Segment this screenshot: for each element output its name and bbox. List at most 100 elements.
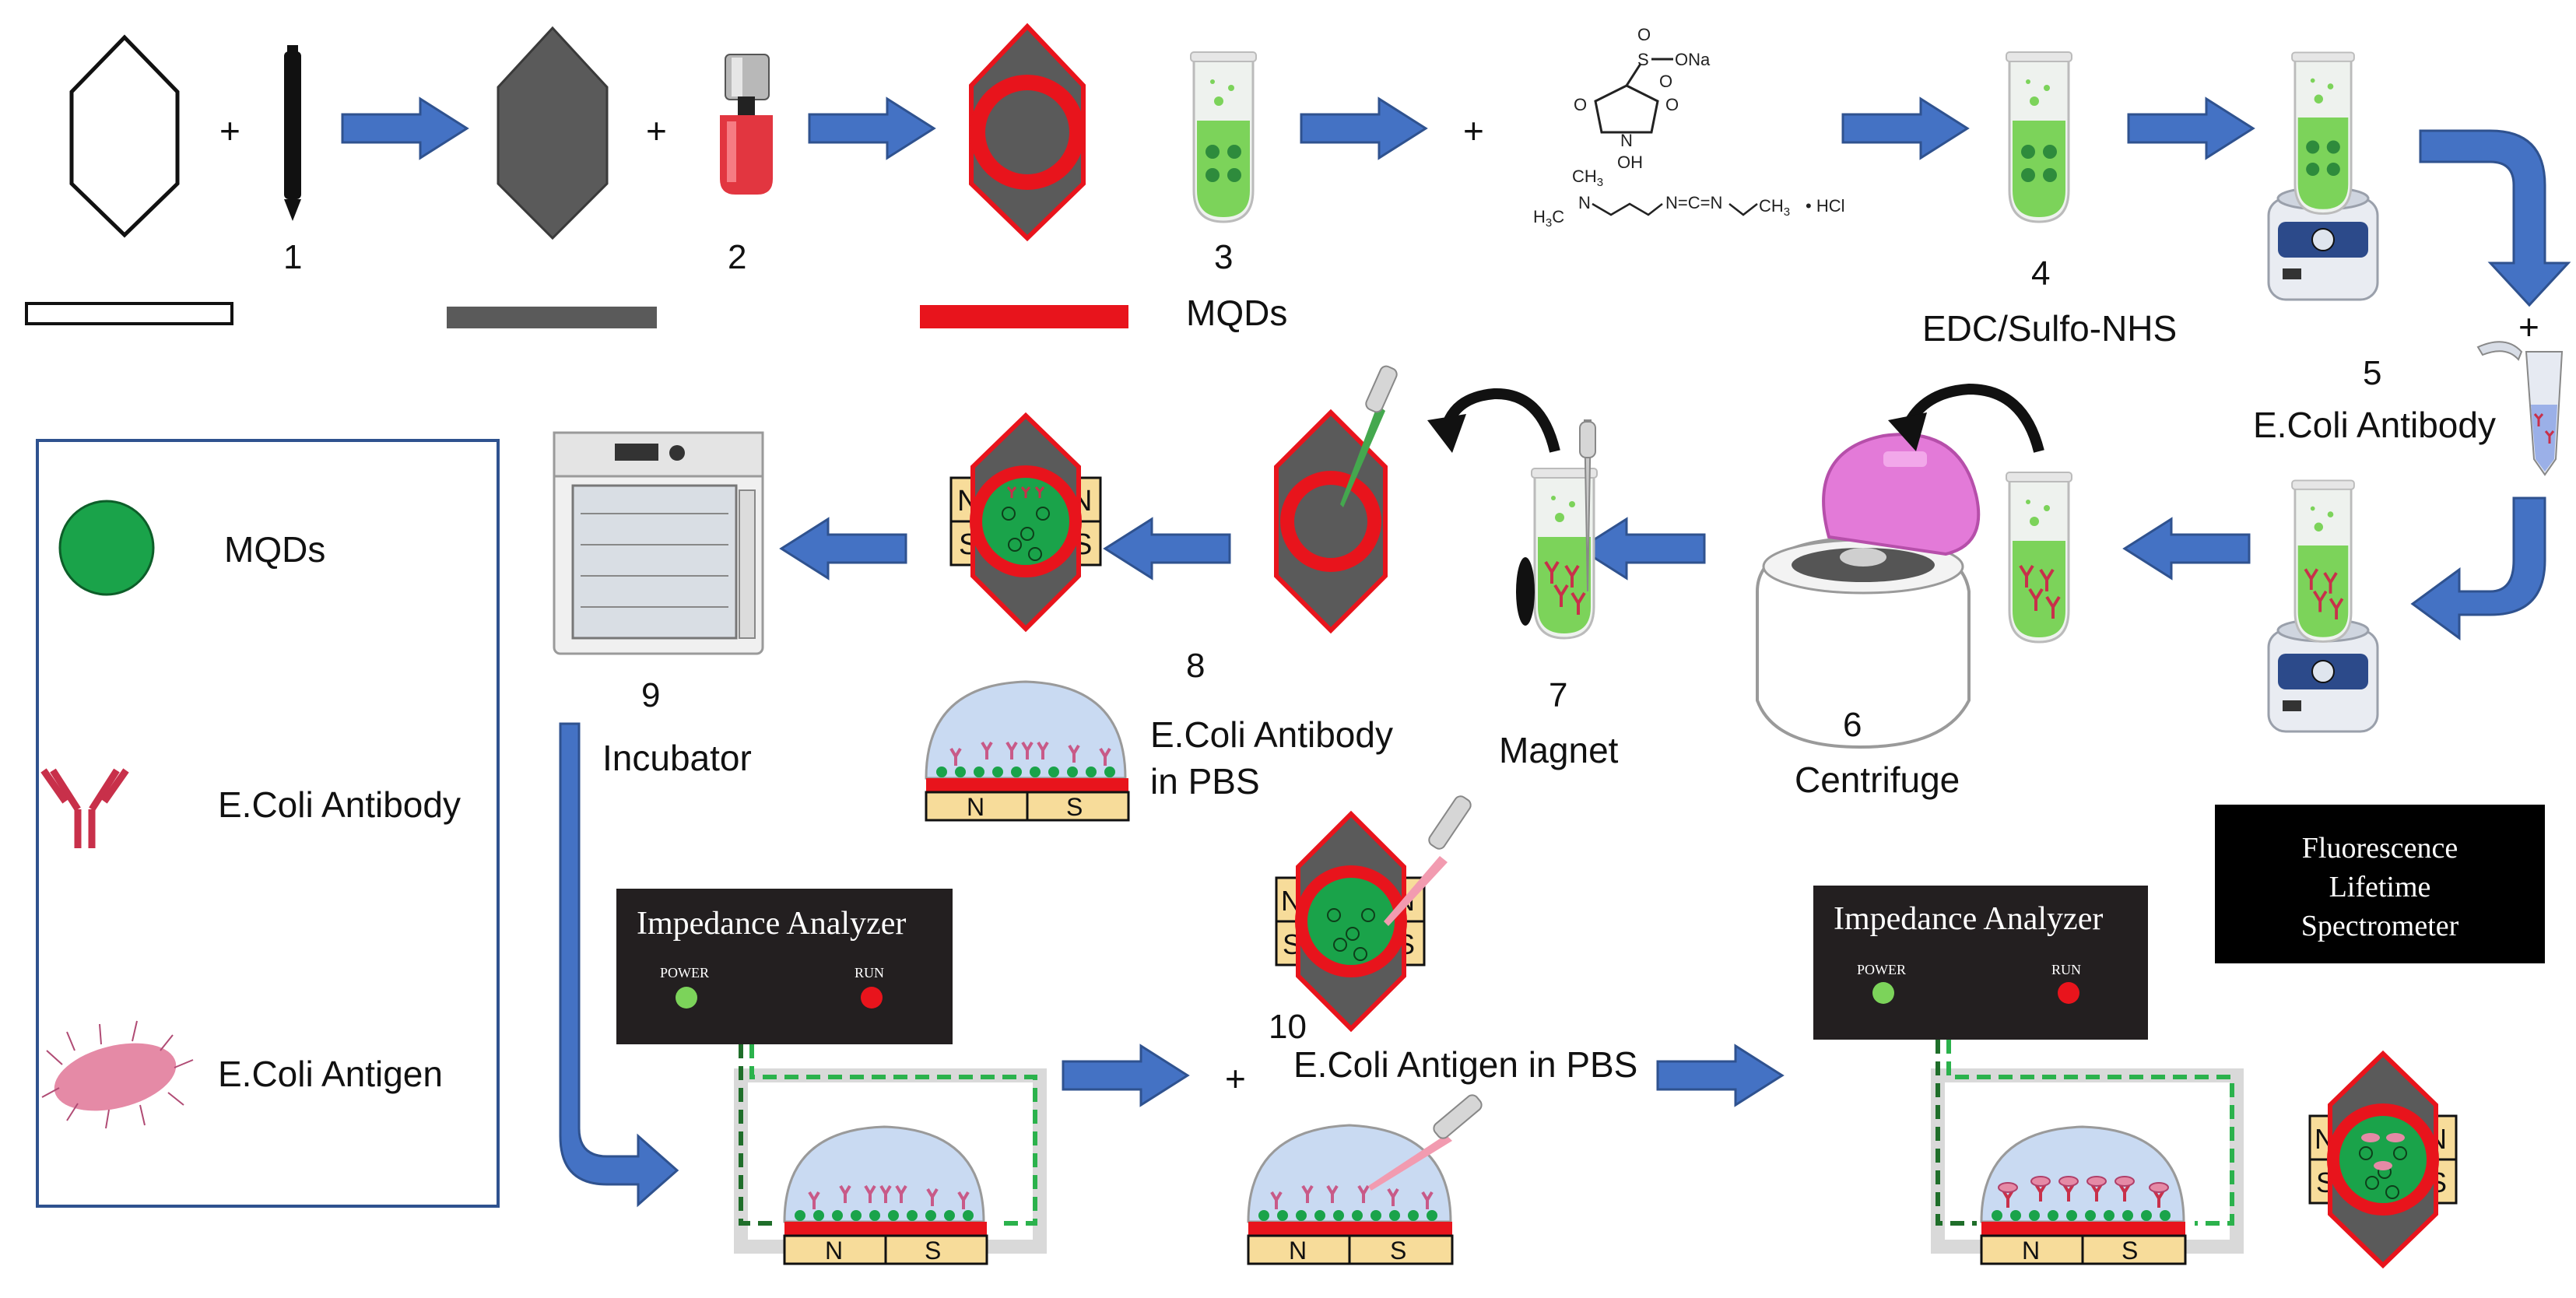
analyzer-1-power-led	[676, 987, 697, 1009]
mqd-legend-icon	[58, 500, 155, 596]
magnet-electrode-assembly: N S N S	[949, 412, 1102, 633]
hexagon-outline-icon	[69, 34, 180, 238]
step-number-1: 1	[283, 238, 302, 276]
arrow-right-4	[1841, 97, 1969, 160]
step-3-label: MQDs	[1186, 293, 1287, 333]
sulfo-o-top: O	[1637, 25, 1651, 44]
edc-ch3-top: CH3	[1572, 167, 1603, 189]
step-4-label: EDC/Sulfo-NHS	[1922, 308, 2177, 349]
analyzer-2-run-led	[2058, 982, 2079, 1004]
edc-n: N	[1578, 193, 1591, 212]
sulfo-s: S	[1637, 50, 1649, 69]
incubator-icon	[553, 431, 764, 655]
plus-sign: +	[219, 111, 240, 151]
dome-n: N	[2022, 1237, 2040, 1265]
magnet-icon	[1516, 557, 1535, 626]
arrow-right-1	[341, 97, 469, 160]
arrow-left-4	[780, 517, 907, 580]
pipette-icon	[1384, 795, 1472, 926]
ring-electrode-icon	[969, 23, 1086, 242]
test-tube-icon	[2292, 480, 2354, 641]
step-number-9: 9	[641, 676, 660, 714]
bare-electrode-side-view	[25, 302, 233, 325]
nhs-oh: OH	[1617, 153, 1643, 172]
step-number-10: 10	[1269, 1008, 1307, 1046]
dome-n: N	[967, 793, 984, 821]
step-8-label-line1: E.Coli Antibody	[1150, 714, 1393, 755]
arrow-right-5	[2127, 97, 2255, 160]
arrow-right-3	[1300, 97, 1427, 160]
test-tube-icon	[2006, 472, 2072, 642]
arrow-left-3	[1104, 517, 1231, 580]
step-9-label: Incubator	[602, 738, 752, 778]
edc-hcl: • HCl	[1806, 196, 1844, 216]
analyzer-1-run-led	[861, 987, 883, 1009]
plus-sign: +	[1463, 111, 1484, 151]
impedance-analyzer-1: Impedance Analyzer POWER RUN	[616, 889, 953, 1044]
analyzer-1-run: RUN	[855, 965, 884, 981]
arrow-curve-down-2	[2410, 496, 2546, 640]
arrow-right-7	[1656, 1044, 1784, 1107]
nhs-o-right: O	[1665, 95, 1679, 114]
dome-electrode-antigen: N S	[1980, 1125, 2187, 1265]
dome-electrode-antibody: N S	[925, 680, 1130, 822]
graphite-electrode-icon	[497, 26, 609, 240]
nhs-n: N	[1620, 131, 1633, 150]
plus-sign: +	[646, 111, 667, 151]
step-number-6: 6	[1843, 706, 1862, 744]
curved-arrow-icon	[1888, 383, 2044, 453]
edc-chain: N=C=N	[1665, 193, 1722, 212]
step-10-label: E.Coli Antigen in PBS	[1293, 1044, 1637, 1085]
curved-arrow-icon	[1427, 388, 1560, 453]
analyzer-2-power: POWER	[1857, 962, 1906, 977]
impedance-analyzer-2: Impedance Analyzer POWER RUN	[1813, 886, 2148, 1040]
graphite-electrode-side-view	[447, 307, 657, 328]
pipette-icon	[1579, 419, 1596, 592]
step-number-7: 7	[1549, 676, 1567, 714]
sulfo-nhs-structure: S ONa O O O O N OH	[1574, 25, 1711, 172]
plus-sign: +	[2518, 307, 2539, 347]
dome-s: S	[1390, 1237, 1406, 1265]
arrow-curve-down-3	[559, 722, 679, 1208]
edc-structure: CH3 N H3C N=C=N CH3 • HCl	[1533, 167, 1844, 230]
sulfo-o-bottom: O	[1659, 72, 1672, 91]
edc-ch3-end: CH3	[1759, 196, 1790, 219]
step-7-label: Magnet	[1499, 730, 1619, 770]
analyzer-1-title: Impedance Analyzer	[637, 906, 906, 942]
step-number-8: 8	[1186, 647, 1205, 685]
test-tube-icon	[2006, 52, 2072, 222]
arrow-right-2	[808, 97, 935, 160]
dome-n: N	[1289, 1237, 1307, 1265]
arrow-left-2	[1578, 517, 1706, 580]
legend-mqds: MQDs	[224, 529, 325, 570]
pen-icon	[284, 45, 301, 221]
arrow-curve-down-1	[2419, 129, 2571, 307]
dome-electrode-antibody: N S	[783, 1125, 988, 1265]
dome-n: N	[825, 1237, 843, 1265]
sulfo-ona: ONa	[1675, 50, 1711, 69]
microtube-icon	[2476, 341, 2564, 476]
dome-s: S	[925, 1237, 941, 1265]
spectrometer-line2: Lifetime	[2329, 871, 2431, 903]
centrifuge-icon	[1756, 433, 1981, 749]
pipette-icon	[1340, 365, 1398, 507]
analyzer-2-title: Impedance Analyzer	[1834, 901, 2103, 937]
legend-antigen: E.Coli Antigen	[218, 1054, 443, 1094]
legend-box: MQDs E.Coli Antibody E.Coli Antigen	[36, 439, 500, 1208]
pipette-icon	[1368, 1094, 1483, 1191]
bacterium-icon	[41, 1020, 194, 1129]
step-number-4: 4	[2031, 254, 2050, 293]
step-number-2: 2	[728, 238, 746, 276]
plus-sign: +	[1225, 1058, 1246, 1099]
arrow-right-6	[1062, 1044, 1189, 1107]
step-number-5: 5	[2363, 354, 2381, 392]
dome-electrode-plain: N S	[1247, 1124, 1454, 1265]
magnet-electrode-assembly: N S N S	[2308, 1050, 2458, 1269]
analyzer-2-power-led	[1872, 982, 1894, 1004]
dome-s: S	[1066, 793, 1083, 821]
analyzer-2-run: RUN	[2051, 962, 2081, 977]
antibody-icon	[40, 768, 129, 848]
edc-h3c: H3C	[1533, 207, 1564, 230]
step-8-label-line2: in PBS	[1150, 761, 1260, 802]
